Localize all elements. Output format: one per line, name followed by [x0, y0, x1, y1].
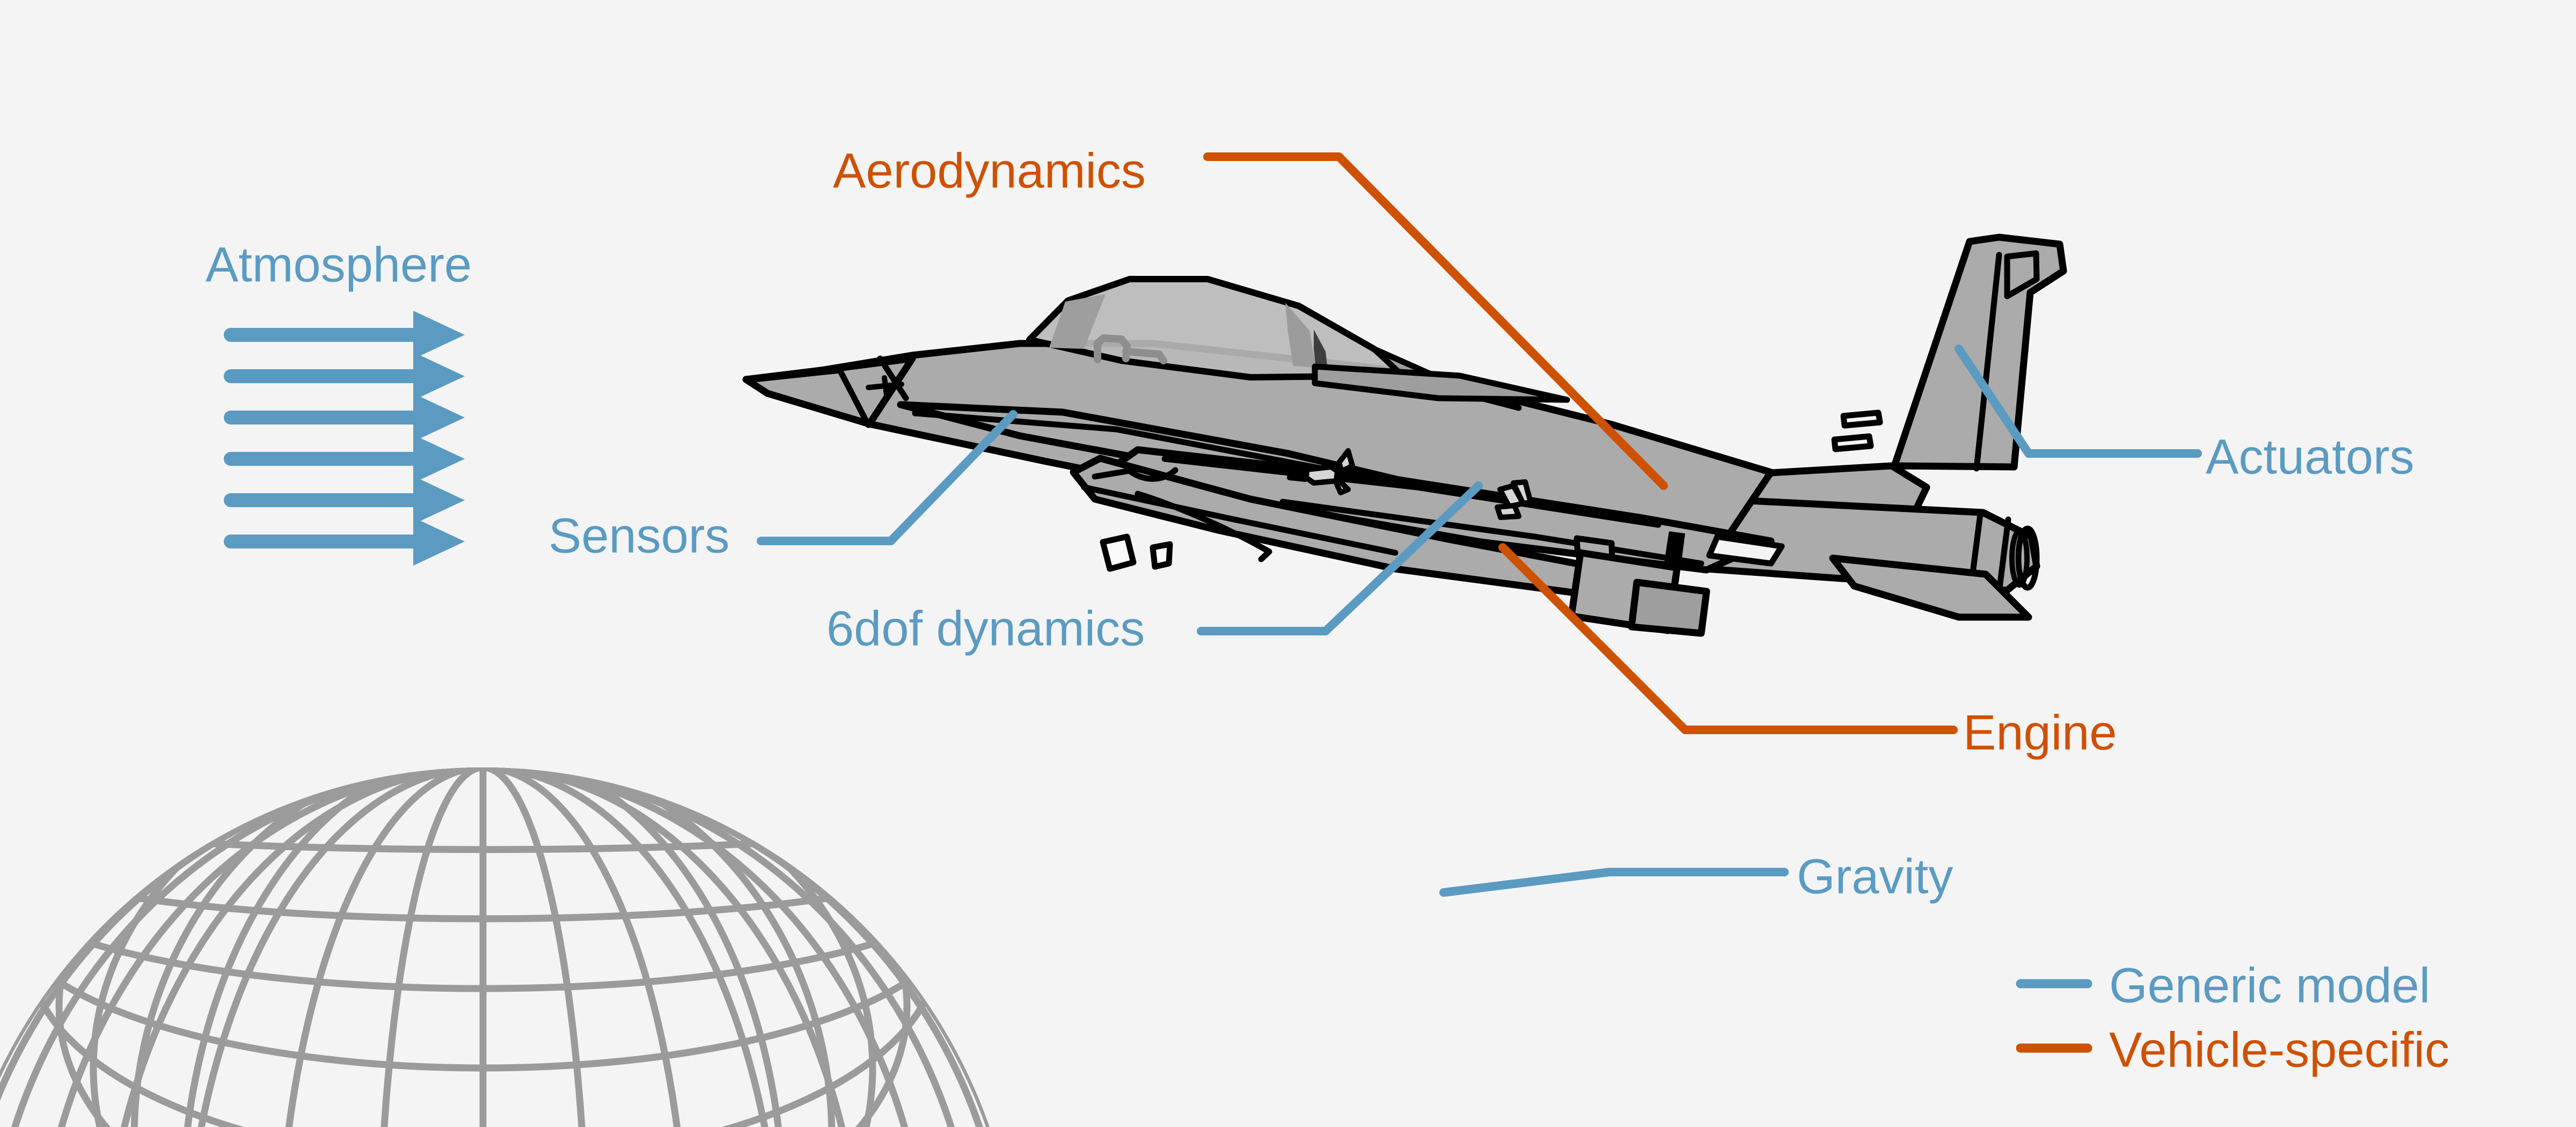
- legend-item-generic-model: Generic model: [2016, 958, 2430, 1013]
- missile-fin-up: [1336, 448, 1355, 474]
- label-6dof-dynamics: 6dof dynamics: [826, 601, 1145, 656]
- nozzle-ring-2: [1996, 516, 2011, 591]
- legend-label-vehicle: Vehicle-specific: [2109, 1022, 2449, 1077]
- aircraft-illustration: [742, 233, 2067, 637]
- label-engine: Engine: [1963, 705, 2117, 760]
- leader-line-actuators: [1955, 345, 2202, 458]
- leader-line-engine: [1498, 543, 1958, 734]
- globe-meridians: [0, 767, 1020, 1127]
- duct-shadow-line: [1135, 491, 1272, 562]
- pylon-rack: [1495, 503, 1521, 520]
- horizontal-stabilizer-near: [1829, 554, 2032, 621]
- leader-line-sensors: [757, 410, 1018, 545]
- ejection-seat: [1094, 334, 1167, 364]
- missile-fin-down: [1334, 478, 1351, 495]
- atmosphere-arrow-group: [223, 311, 465, 566]
- main-wing-far: [1312, 363, 1570, 403]
- label-gravity: Gravity: [1797, 849, 1953, 904]
- canopy-frame-shadow: [1314, 330, 1328, 370]
- atmosphere-arrow: [223, 393, 465, 442]
- canopy-bow-frame: [1285, 303, 1316, 368]
- legend: Generic model Vehicle-specific: [2016, 958, 2449, 1077]
- wing-trailing-gap: [1706, 533, 1785, 567]
- exhaust-nozzle-inner: [2009, 529, 2030, 588]
- fin-markings: [1831, 409, 1883, 452]
- missile-body: [1304, 464, 1340, 486]
- gear-door-left: [1100, 533, 1137, 572]
- nose-contour: [745, 367, 872, 428]
- wing-panel-line: [1161, 456, 1662, 528]
- ventral-fin: [1628, 579, 1710, 637]
- fin-tip-cap: [2004, 250, 2040, 299]
- atmosphere-arrow: [223, 352, 465, 400]
- duct-crease: [1081, 484, 1399, 556]
- atmosphere-arrow: [223, 476, 465, 524]
- legend-label-generic: Generic model: [2109, 958, 2430, 1013]
- missile-nose: [1287, 471, 1309, 482]
- canopy-highlight: [1049, 294, 1106, 349]
- label-sensors: Sensors: [548, 508, 730, 563]
- gear-door-right: [1150, 541, 1173, 570]
- rudder-hinge-line: [1973, 252, 2002, 472]
- legend-item-vehicle-specific: Vehicle-specific: [2016, 1022, 2449, 1077]
- radome-joint-line: [877, 355, 909, 401]
- pylon-fin: [1511, 479, 1533, 506]
- atmosphere-arrow: [223, 517, 465, 566]
- leader-line-aerodynamics: [1203, 152, 1668, 490]
- label-atmosphere: Atmosphere: [206, 237, 472, 292]
- intake-lip-line: [1092, 468, 1130, 480]
- leader-line-6dof: [1197, 481, 1483, 635]
- exhaust-nozzle-opening: [2015, 525, 2040, 591]
- intake-notch: [1124, 466, 1179, 482]
- label-aerodynamics: Aerodynamics: [833, 143, 1146, 198]
- label-actuators: Actuators: [2206, 429, 2414, 484]
- nose-probe-marks: [866, 375, 904, 398]
- leader-line-gravity: [1439, 868, 1789, 897]
- gear-doors: [1100, 533, 1173, 572]
- flaperon-hinge: [1279, 499, 1704, 567]
- atmosphere-arrow: [223, 435, 465, 483]
- atmosphere-arrow: [223, 311, 465, 359]
- wing-stores: [1287, 448, 1533, 520]
